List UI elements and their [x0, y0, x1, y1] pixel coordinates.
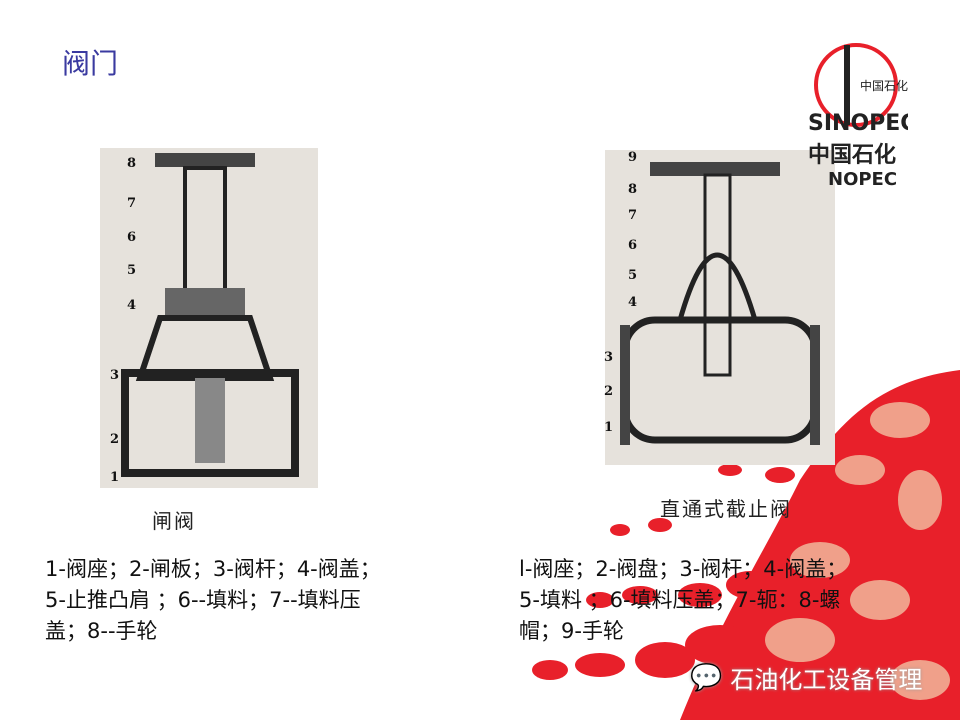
part-label: 3 [604, 350, 614, 365]
part-label: 6 [628, 238, 638, 253]
globe-valve-caption: 直通式截止阀 [660, 497, 792, 521]
watermark: 💬 石油化工设备管理 [690, 660, 922, 695]
part-label: 9 [628, 150, 638, 165]
part-label: 8 [628, 182, 638, 197]
desc-line: 帽；9-手轮 [519, 619, 624, 643]
desc-line: l-阀座；2-阀盘；3-阀杆；4-阀盖； [519, 557, 848, 581]
desc-line: 5-填料 ；6-填料压盖；7-轭：8-螺 [519, 588, 841, 612]
svg-text:中国石化: 中国石化 [808, 142, 896, 168]
svg-text:SINOPEC: SINOPEC [808, 111, 908, 136]
slide-title: 阀门 [62, 47, 119, 80]
globe-valve-description: l-阀座；2-阀盘；3-阀杆；4-阀盖； 5-填料 ；6-填料压盖；7-轭：8-… [519, 554, 847, 647]
globe-valve-diagram [605, 150, 835, 465]
part-label: 4 [628, 295, 638, 310]
gate-valve-diagram [100, 148, 318, 488]
desc-line: 5-止推凸肩 ；6--填料；7--填料压 [45, 588, 361, 612]
part-label: 7 [127, 196, 137, 211]
part-label: 6 [127, 230, 137, 245]
gate-valve-description: 1-阀座；2-闸板；3-阀杆；4-阀盖； 5-止推凸肩 ；6--填料；7--填料… [45, 554, 381, 647]
sinopec-logo: 中国石化 SINOPEC 中国石化 NOPEC [808, 40, 916, 190]
part-label: 1 [604, 420, 614, 435]
part-label: 5 [127, 263, 137, 278]
wechat-icon: 💬 [690, 662, 723, 693]
part-label: 1 [110, 470, 120, 485]
svg-text:中国石化: 中国石化 [860, 78, 908, 93]
desc-line: 盖；8--手轮 [45, 619, 158, 643]
part-label: 7 [628, 208, 638, 223]
svg-text:NOPEC: NOPEC [828, 169, 897, 190]
watermark-text: 石油化工设备管理 [730, 666, 923, 694]
part-label: 5 [628, 268, 638, 283]
gate-valve-caption: 闸阀 [152, 509, 196, 533]
part-label: 8 [127, 156, 137, 171]
part-label: 4 [127, 298, 137, 313]
part-label: 2 [110, 432, 120, 447]
part-label: 3 [110, 368, 120, 383]
part-label: 2 [604, 384, 614, 399]
desc-line: 1-阀座；2-闸板；3-阀杆；4-阀盖； [45, 557, 381, 581]
